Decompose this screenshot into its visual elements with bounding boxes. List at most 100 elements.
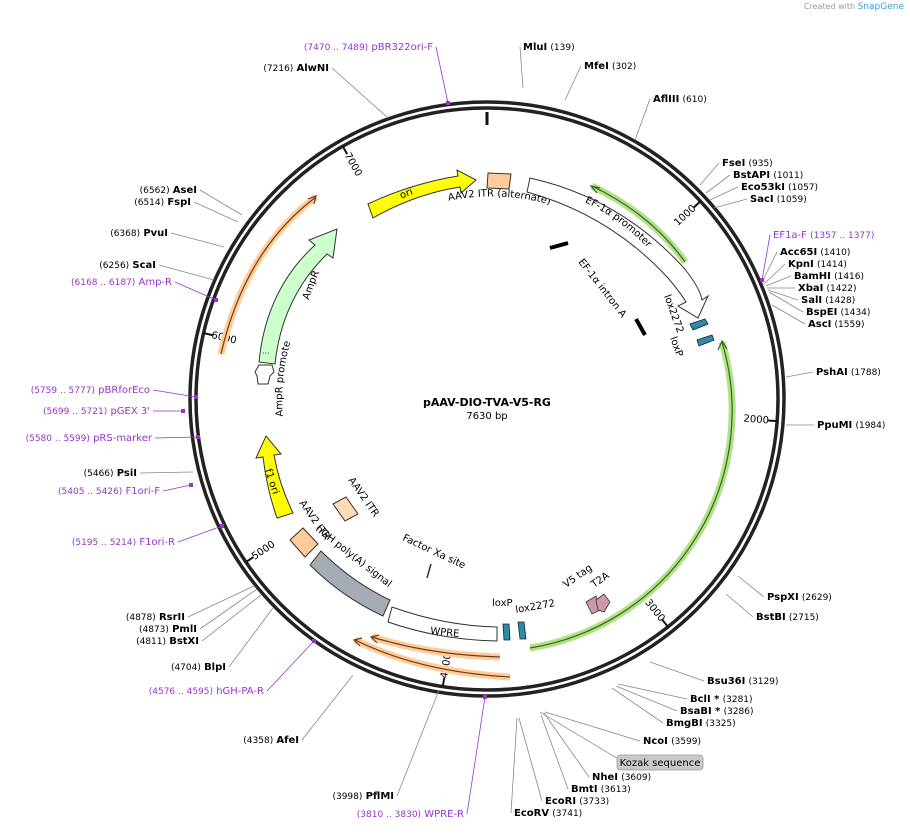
tick-1000: [693, 200, 702, 209]
primer-pos-prsmarker: (5580 .. 5599): [26, 434, 90, 444]
site-pos-blpi: (4704): [171, 663, 201, 673]
site-leader-fspi: [193, 201, 239, 223]
f1-ori-feature: [255, 435, 294, 519]
site-leader-fsei: [699, 162, 720, 186]
site-name-bamhi: BamHI: [794, 271, 831, 282]
site-pos-mfei: (302): [612, 62, 636, 72]
site-pos-eco53ki: (1057): [788, 183, 818, 193]
tick-label-2000: 2000: [743, 414, 769, 427]
primer-leader-f1orir: [177, 525, 223, 543]
primer-pos-f1orir: (5195 .. 5214): [72, 538, 136, 548]
primer-leader-hghpar: [266, 640, 315, 692]
site-label-pflmi: (3998) PflMI: [332, 791, 394, 802]
site-labels: MluI (139) MfeI (302) AflIII (610) FseI (93…: [84, 42, 886, 819]
ampr-promoter-label: AmpR promoter: [0, 0, 293, 417]
site-name-psii: PsiI: [117, 468, 137, 479]
primer-mark-f1orir: [220, 524, 224, 528]
site-name-afliii: AflIII: [653, 94, 679, 105]
site-leader-ncoi: [544, 711, 641, 742]
site-leader-bmgbi: [611, 687, 664, 724]
site-name-mlui: MluI: [523, 42, 547, 53]
site-pos-asci: (1559): [835, 320, 865, 330]
primer-label-f1orif: (5405 .. 5426) F1ori-F: [58, 486, 160, 497]
site-name-kpni: KpnI: [788, 259, 814, 270]
primer-name-f1orir: F1ori-R: [139, 537, 175, 548]
primer-mark-pgex3: [181, 409, 185, 413]
primer-mark-ampr: [214, 298, 218, 302]
site-label-bamhi: BamHI (1416): [794, 271, 864, 282]
site-leader-ecori: [518, 717, 543, 802]
factor-xa-marker: [426, 563, 432, 579]
site-pos-bspei: (1434): [840, 308, 870, 318]
site-name-bspei: BspEI: [806, 307, 837, 318]
primer-name-hghpar: hGH-PA-R: [216, 686, 264, 697]
site-pos-kpni: (1414): [817, 260, 847, 270]
site-leader-bstxi: [201, 594, 262, 642]
primer-label-ef1af: EF1a-F (1357 .. 1377): [773, 230, 874, 241]
site-leader-bstapi: [705, 174, 731, 194]
site-pos-fsei: (935): [748, 159, 772, 169]
site-label-ncoi: NcoI (3599): [643, 736, 701, 747]
primer-pos-hghpar: (4576 .. 4595): [149, 687, 213, 697]
site-label-bmgbi: BmgBI (3325): [666, 718, 736, 729]
primer-label-pbrforeco: (5759 .. 5777) pBRforEco: [31, 385, 150, 396]
site-name-bstbi: BstBI: [756, 612, 786, 623]
primer-label-wprer: (3810 .. 3830) WPRE-R: [357, 809, 464, 820]
site-pos-bsu36i: (3129): [749, 677, 779, 687]
primer-mark-f1orif: [189, 483, 193, 487]
wpre-feature: [387, 606, 498, 642]
site-name-pmli: PmlI: [172, 624, 197, 635]
primer-pos-pbrforeco: (5759 .. 5777): [31, 386, 95, 396]
primer-leader-wprer: [466, 696, 486, 815]
site-label-afliii: AflIII (610): [653, 94, 707, 105]
site-label-blpi: (4704) BlpI: [171, 662, 226, 673]
site-name-bmti: BmtI: [571, 784, 598, 795]
site-name-xbai: XbaI: [798, 283, 823, 294]
aav2-itr-small-feature: [332, 496, 359, 522]
primer-name-f1orif: F1ori-F: [126, 486, 161, 497]
primer-name-ampr: Amp-R: [139, 277, 173, 288]
lox2272-top-feature: [689, 318, 709, 331]
site-leader-bsu36i: [649, 661, 705, 682]
wpre-label: WPRE: [430, 626, 460, 640]
site-label-sali: SalI (1428): [801, 295, 855, 306]
site-label-bcli: BclI * (3281): [690, 694, 753, 705]
site-pos-nhei: (3609): [621, 773, 651, 783]
site-label-bsu36i: Bsu36I (3129): [707, 676, 778, 687]
site-leader-bcli: [617, 683, 688, 700]
tick-7000: [341, 145, 349, 155]
primer-name-wprer: WPRE-R: [424, 809, 464, 820]
site-leader-eco53ki: [709, 186, 739, 201]
credit: Created with SnapGene: [804, 2, 904, 12]
site-leader-bsabi: [615, 685, 678, 712]
site-label-mlui: MluI (139): [523, 42, 575, 53]
credit-text: Created with: [803, 2, 856, 11]
site-name-fspi: FspI: [167, 197, 191, 208]
site-label-bsabi: BsaBI * (3286): [680, 706, 754, 717]
loxp-top-feature: [696, 334, 715, 347]
site-name-blpi: BlpI: [204, 662, 226, 673]
site-label-rsrii: (4878) RsrII: [126, 612, 185, 623]
site-label-mfei: MfeI (302): [584, 61, 636, 72]
site-label-pvui: (6368) PvuI: [110, 228, 168, 239]
site-leader-mlui: [519, 46, 524, 89]
site-name-mfei: MfeI: [584, 61, 609, 72]
site-name-fsei: FseI: [722, 158, 745, 169]
site-label-nhei: NheI (3609): [592, 772, 651, 783]
tick-label-5000: 5000: [250, 539, 277, 562]
site-name-rsrii: RsrII: [159, 612, 185, 623]
primer-label-pgex3: (5699 .. 5721) pGEX 3': [43, 406, 150, 417]
primer-pos-f1orif: (5405 .. 5426): [58, 487, 122, 497]
primer-pos-ef1af: (1357 .. 1377): [810, 231, 874, 241]
ampr-dots: ···: [262, 349, 270, 358]
tick-6000: [203, 332, 213, 337]
factor-xa-label: Factor Xa site: [401, 533, 467, 572]
site-name-alwni: AlwNI: [297, 63, 330, 74]
site-pos-pvui: (6368): [110, 229, 140, 239]
primer-mark-ef1af: [760, 278, 764, 282]
primer-name-prsmarker: pRS-marker: [93, 433, 153, 444]
site-name-bstxi: BstXI: [169, 636, 199, 647]
site-name-bstapi: BstAPI: [733, 170, 770, 181]
ef1a-intron-label: EF-1α intron A: [576, 257, 629, 320]
primer-mark-hghpar: [312, 639, 316, 643]
